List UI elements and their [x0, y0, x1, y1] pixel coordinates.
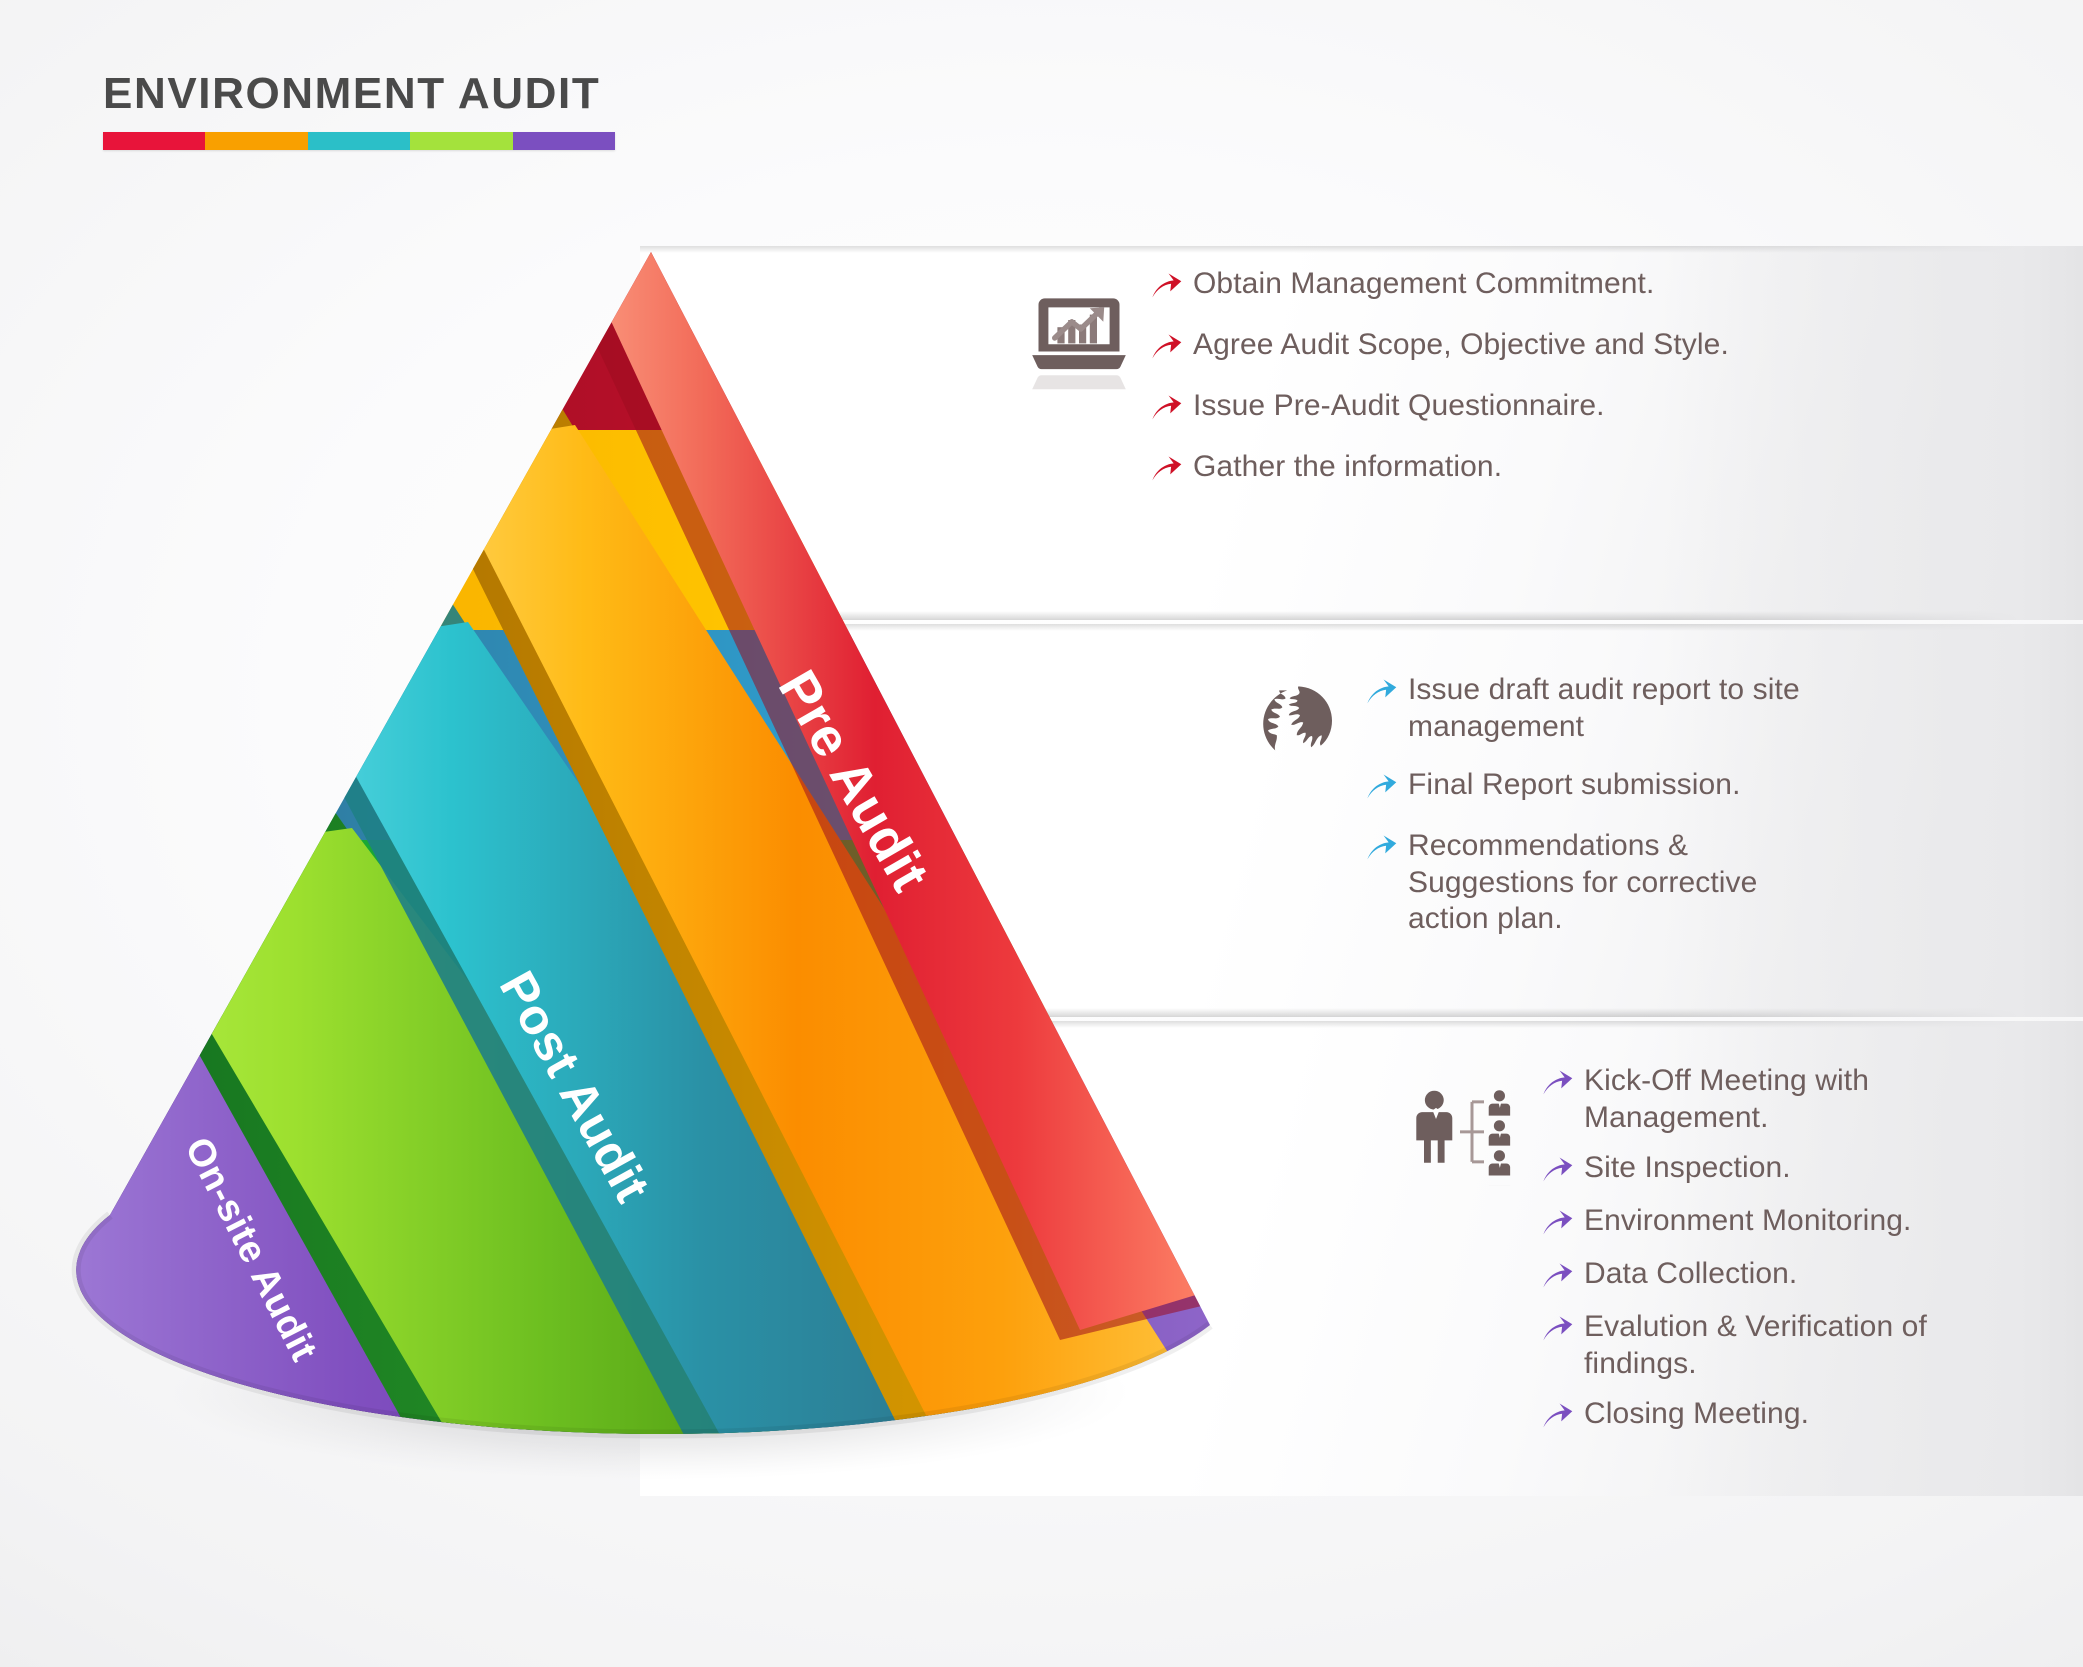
panel-bottom-shadow [640, 611, 2083, 620]
bullet-item: Agree Audit Scope, Objective and Style. [1149, 327, 1729, 366]
bullet-label: Kick-Off Meeting with Management. [1584, 1064, 1869, 1134]
bullet-list-on-site-audit: Kick-Off Meeting with Management. Site I… [1540, 1063, 2024, 1435]
arrow-icon [1149, 393, 1183, 427]
bullet-item: Site Inspection. [1540, 1150, 2024, 1189]
globe-icon [1252, 680, 1348, 776]
laptop-chart-icon [1025, 284, 1133, 392]
bullet-label: Evalution & Verification of findings. [1584, 1310, 1927, 1380]
bullet-item: Obtain Management Commitment. [1149, 266, 1729, 305]
panel-post-audit: Issue draft audit report to site managem… [640, 624, 2083, 1017]
bullet-item: Issue draft audit report to site managem… [1364, 672, 1948, 745]
panel-right-fade [1663, 246, 2083, 620]
panel-on-site-audit: Kick-Off Meeting with Management. Site I… [640, 1021, 2083, 1496]
page-title: ENVIRONMENT AUDIT [103, 69, 601, 118]
arrow-icon [1149, 454, 1183, 488]
rule-swatch-1 [103, 132, 206, 150]
arrow-icon [1149, 332, 1183, 366]
rule-swatch-3 [307, 132, 411, 150]
bullet-label: Data Collection. [1584, 1257, 1798, 1291]
bullet-label: Issue draft audit report to site managem… [1408, 673, 1800, 743]
bullet-item: Gather the information. [1149, 449, 1729, 488]
bullet-item: Kick-Off Meeting with Management. [1540, 1063, 2024, 1136]
bullet-label: Environment Monitoring. [1584, 1204, 1912, 1238]
ribbon-label-post-audit: Post Audit [489, 962, 661, 1211]
title-color-rule [103, 132, 616, 150]
panel-bottom-shadow [640, 1008, 2083, 1017]
bullet-list-pre-audit: Obtain Management Commitment. Agree Audi… [1149, 266, 1729, 488]
panel-right-fade [1663, 1021, 2083, 1496]
arrow-icon [1540, 1314, 1574, 1348]
ribbon-fold-purple [76, 1015, 560, 1435]
panel-right-fade [1663, 624, 2083, 1017]
arrow-icon [1540, 1208, 1574, 1242]
arrow-icon [1364, 833, 1398, 867]
arrow-icon [1540, 1155, 1574, 1189]
org-chart-people-icon [1412, 1083, 1532, 1186]
rule-swatch-2 [205, 132, 308, 150]
bullet-list-post-audit: Issue draft audit report to site managem… [1364, 672, 1948, 938]
bullet-item: Final Report submission. [1364, 767, 1948, 806]
bullet-label: Gather the information. [1193, 450, 1503, 483]
panel-top-shadow [640, 246, 2083, 253]
bullet-label: Final Report submission. [1408, 768, 1741, 802]
rule-swatch-5 [512, 132, 616, 150]
panel-top-shadow [640, 1021, 2083, 1028]
bullet-item: Issue Pre-Audit Questionnaire. [1149, 388, 1729, 427]
bullet-item: Closing Meeting. [1540, 1396, 2024, 1435]
arrow-icon [1540, 1068, 1574, 1102]
bullet-label: Issue Pre-Audit Questionnaire. [1193, 389, 1605, 422]
arrow-icon [1364, 677, 1398, 711]
bullet-item: Evalution & Verification of findings. [1540, 1309, 2024, 1382]
bullet-item: Data Collection. [1540, 1256, 2024, 1295]
ribbon-label-on-site-audit: On-site Audit [176, 1131, 325, 1368]
panel-top-shadow [640, 624, 2083, 631]
bullet-label: Recommendations & Suggestions for correc… [1408, 829, 1758, 936]
arrow-icon [1540, 1261, 1574, 1295]
arrow-icon [1540, 1401, 1574, 1435]
bullet-label: Obtain Management Commitment. [1193, 267, 1655, 300]
bullet-label: Agree Audit Scope, Objective and Style. [1193, 328, 1729, 361]
panel-pre-audit: Obtain Management Commitment. Agree Audi… [640, 246, 2083, 620]
arrow-icon [1364, 772, 1398, 806]
arrow-icon [1149, 271, 1183, 305]
bullet-label: Site Inspection. [1584, 1151, 1791, 1185]
bullet-label: Closing Meeting. [1584, 1397, 1810, 1431]
title-block: ENVIRONMENT AUDIT [103, 69, 616, 150]
bullet-item: Environment Monitoring. [1540, 1203, 2024, 1242]
bullet-item: Recommendations & Suggestions for correc… [1364, 828, 1948, 938]
rule-swatch-4 [410, 132, 513, 150]
ribbon-purple [76, 1045, 600, 1435]
